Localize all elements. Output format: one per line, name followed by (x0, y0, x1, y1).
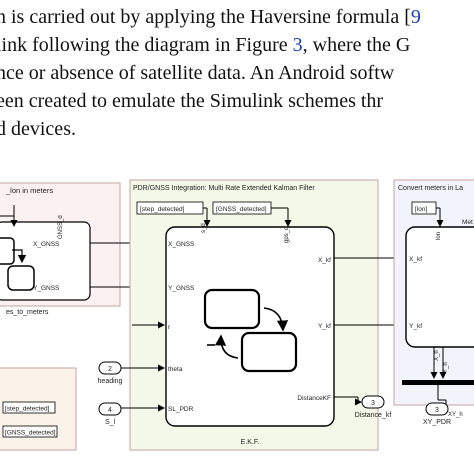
mux-bar (402, 380, 474, 385)
outport-xy-small-label: XY_h (448, 412, 463, 418)
ekf-out-y: Y_kf (318, 323, 331, 330)
svg-text:[GNSS_detected]: [GNSS_detected] (5, 430, 56, 437)
inport-s-l[interactable]: 4 S_l (98, 402, 122, 426)
ekf-area: PDR/GNSS Integration: Multi Rate Extende… (129, 179, 379, 451)
figure-link[interactable]: 3 (292, 34, 303, 56)
ekf-in-r: r (168, 324, 171, 331)
paragraph-line-5: d devices. (0, 118, 76, 140)
paragraph-line-1: n is carried out by applying the Haversi… (0, 6, 421, 28)
bottom-gnss-tag (2, 425, 58, 438)
right-lon-label: lon (436, 232, 442, 240)
right-yh-label: Y_h (443, 362, 449, 373)
left-vertical-label: GNSS_d (58, 215, 64, 239)
svg-text:[GNSS_detected]: [GNSS_detected] (216, 206, 267, 213)
ekf-name: E.K.F. (241, 439, 260, 446)
ekf-state-box-1 (203, 288, 261, 330)
outport-xy-label: XY_PDR (423, 419, 451, 426)
ekf-out-x: X_kf (318, 257, 331, 264)
bottom-step-tag (2, 401, 56, 414)
left-block-title: _lon in meters (5, 186, 53, 195)
left-subsystem-label: es_to_meters (6, 309, 49, 316)
right-xh-label: X_h (434, 350, 440, 361)
left-state-box-2 (7, 265, 35, 291)
paragraph-line-3: nce or absence of satellite data. An And… (0, 62, 395, 84)
bottom-left-area: [step_detected] [GNSS_detected] (0, 367, 77, 451)
svg-text:[step_detected]: [step_detected] (5, 406, 50, 413)
svg-text:[step_detected]: [step_detected] (140, 206, 185, 213)
left-port-y: Y_GNSS (33, 285, 60, 292)
ekf-in-theta: theta (168, 366, 183, 373)
ekf-in-x: X_GNSS (168, 241, 195, 248)
svg-text:2: 2 (108, 366, 112, 373)
paragraph-line-2: link following the diagram in Figure 3, … (0, 34, 411, 56)
left-port-x: X_GNSS (33, 241, 60, 248)
ekf-out-dist: DistanceKF (297, 395, 331, 402)
citation-link[interactable]: 9 (410, 6, 421, 28)
ekf-label-gpsd: gps_d (284, 227, 290, 243)
svg-text:[lon]: [lon] (415, 206, 427, 213)
inport-s-l-label: S_l (105, 419, 116, 426)
outport-distance-label: Distance_kf (355, 412, 392, 419)
right-in-y: Y_kf (409, 323, 422, 330)
ekf-in-y: Y_GNSS (168, 285, 195, 292)
outport-distance-kf[interactable]: 3 Distance_kf (355, 395, 392, 419)
outport-xy-pdr[interactable]: 3 XY_PDR XY_h (423, 402, 463, 426)
left-state-box-1 (0, 237, 15, 265)
meters-to-latlon-subsystem[interactable] (405, 226, 474, 348)
ekf-in-sl: SL_PDR (168, 406, 194, 413)
right-area-title: Convert meters in La (398, 185, 463, 192)
right-meter-label: Met (462, 219, 473, 226)
svg-text:3: 3 (435, 407, 439, 414)
right-conversion-area: Convert meters in La [lon] Met lon X_kf … (393, 179, 474, 406)
left-subsystem-area: _lon in meters GNSS_d X_GNSS Y_GNSS es_t… (0, 182, 121, 316)
right-in-x: X_kf (409, 256, 422, 263)
inport-heading[interactable]: 2 heading (98, 361, 123, 385)
paragraph-line-4: een created to emulate the Simulink sche… (0, 90, 384, 112)
svg-text:3: 3 (371, 400, 375, 407)
paper-paragraph: n is carried out by applying the Haversi… (0, 0, 474, 150)
inport-heading-label: heading (98, 378, 123, 385)
ekf-label-sd: s_d (201, 223, 207, 233)
ekf-state-box-2 (240, 331, 298, 373)
ekf-area-title: PDR/GNSS Integration: Multi Rate Extende… (133, 185, 315, 192)
svg-text:4: 4 (108, 407, 112, 414)
